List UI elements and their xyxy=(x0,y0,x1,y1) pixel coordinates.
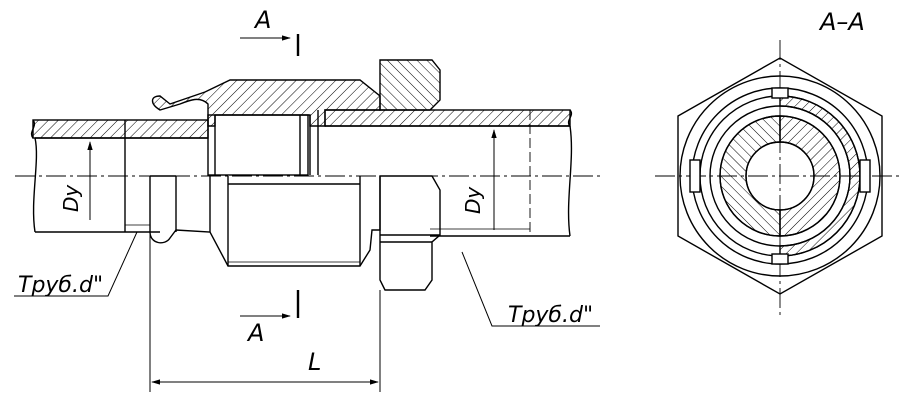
notch-right xyxy=(859,159,871,193)
notch-bottom xyxy=(771,253,789,265)
main-view xyxy=(14,34,600,392)
notch-left xyxy=(689,159,701,193)
union-nut-section xyxy=(379,59,441,111)
union-nut-lower xyxy=(379,175,441,291)
pipe-leader-right xyxy=(461,251,600,327)
inner-sleeve xyxy=(207,114,309,176)
nominal-bore-left: Dy xyxy=(59,184,83,212)
section-mark-bottom: A xyxy=(246,319,264,347)
section-view-title: A–A xyxy=(818,8,865,36)
pipe-callout-left: Труб.d" xyxy=(18,273,103,298)
pipe-callout-right: Труб.d" xyxy=(508,303,593,328)
fitting-body-lower xyxy=(149,176,381,267)
main-view-labels: A A Труб.d" Труб.d" L Dy Dy xyxy=(18,6,593,376)
nut-hexagon xyxy=(677,57,883,295)
right-pipe-wall xyxy=(324,109,571,127)
nominal-bore-right: Dy xyxy=(461,186,485,214)
section-view-aa xyxy=(655,40,900,316)
pipe-leader-left xyxy=(14,231,138,297)
bore-circle xyxy=(745,141,815,211)
left-break-line xyxy=(30,119,36,139)
left-pipe-wall xyxy=(32,119,209,139)
length-label: L xyxy=(308,348,321,376)
notch-top xyxy=(771,87,789,99)
section-mark-top: A xyxy=(253,6,271,34)
right-break-line xyxy=(567,109,573,127)
